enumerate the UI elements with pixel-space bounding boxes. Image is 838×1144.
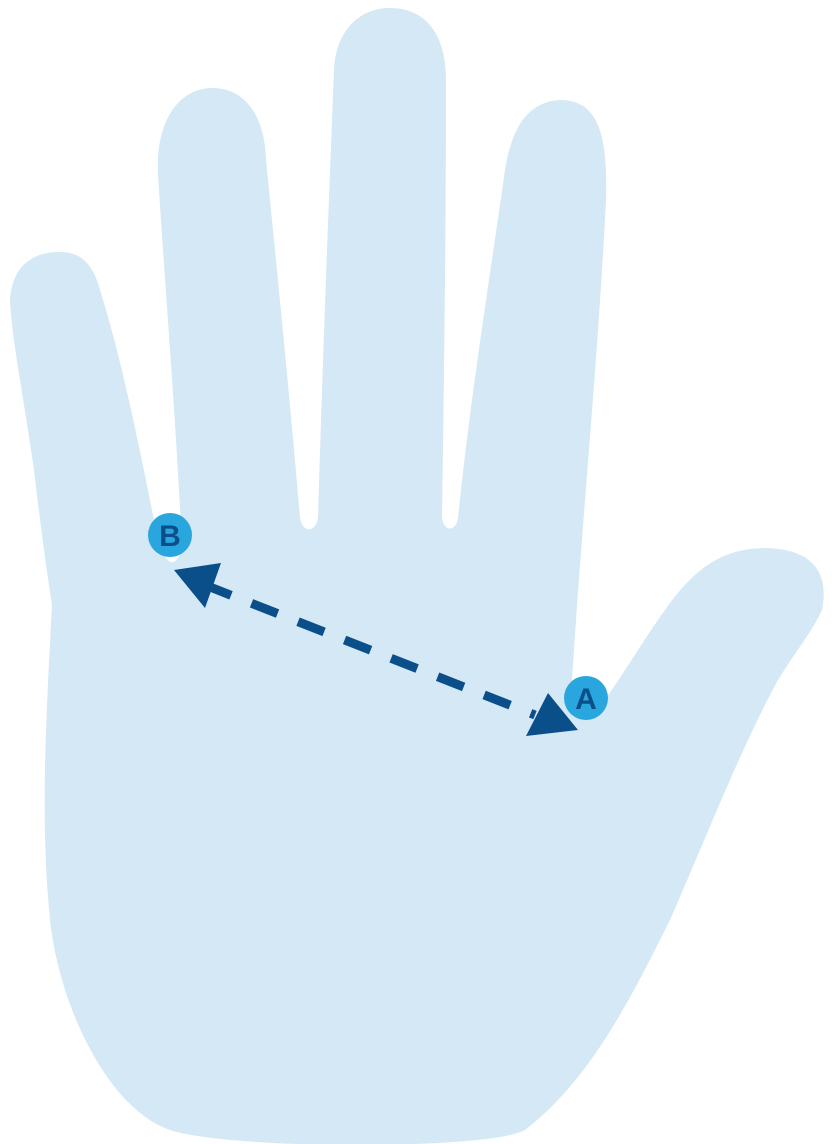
marker-a: A <box>564 676 608 720</box>
marker-b: B <box>148 513 192 557</box>
hand-silhouette <box>10 8 824 1144</box>
marker-a-label: A <box>575 683 597 716</box>
hand-palm-icon <box>10 8 824 1144</box>
marker-b-label: B <box>159 520 181 553</box>
